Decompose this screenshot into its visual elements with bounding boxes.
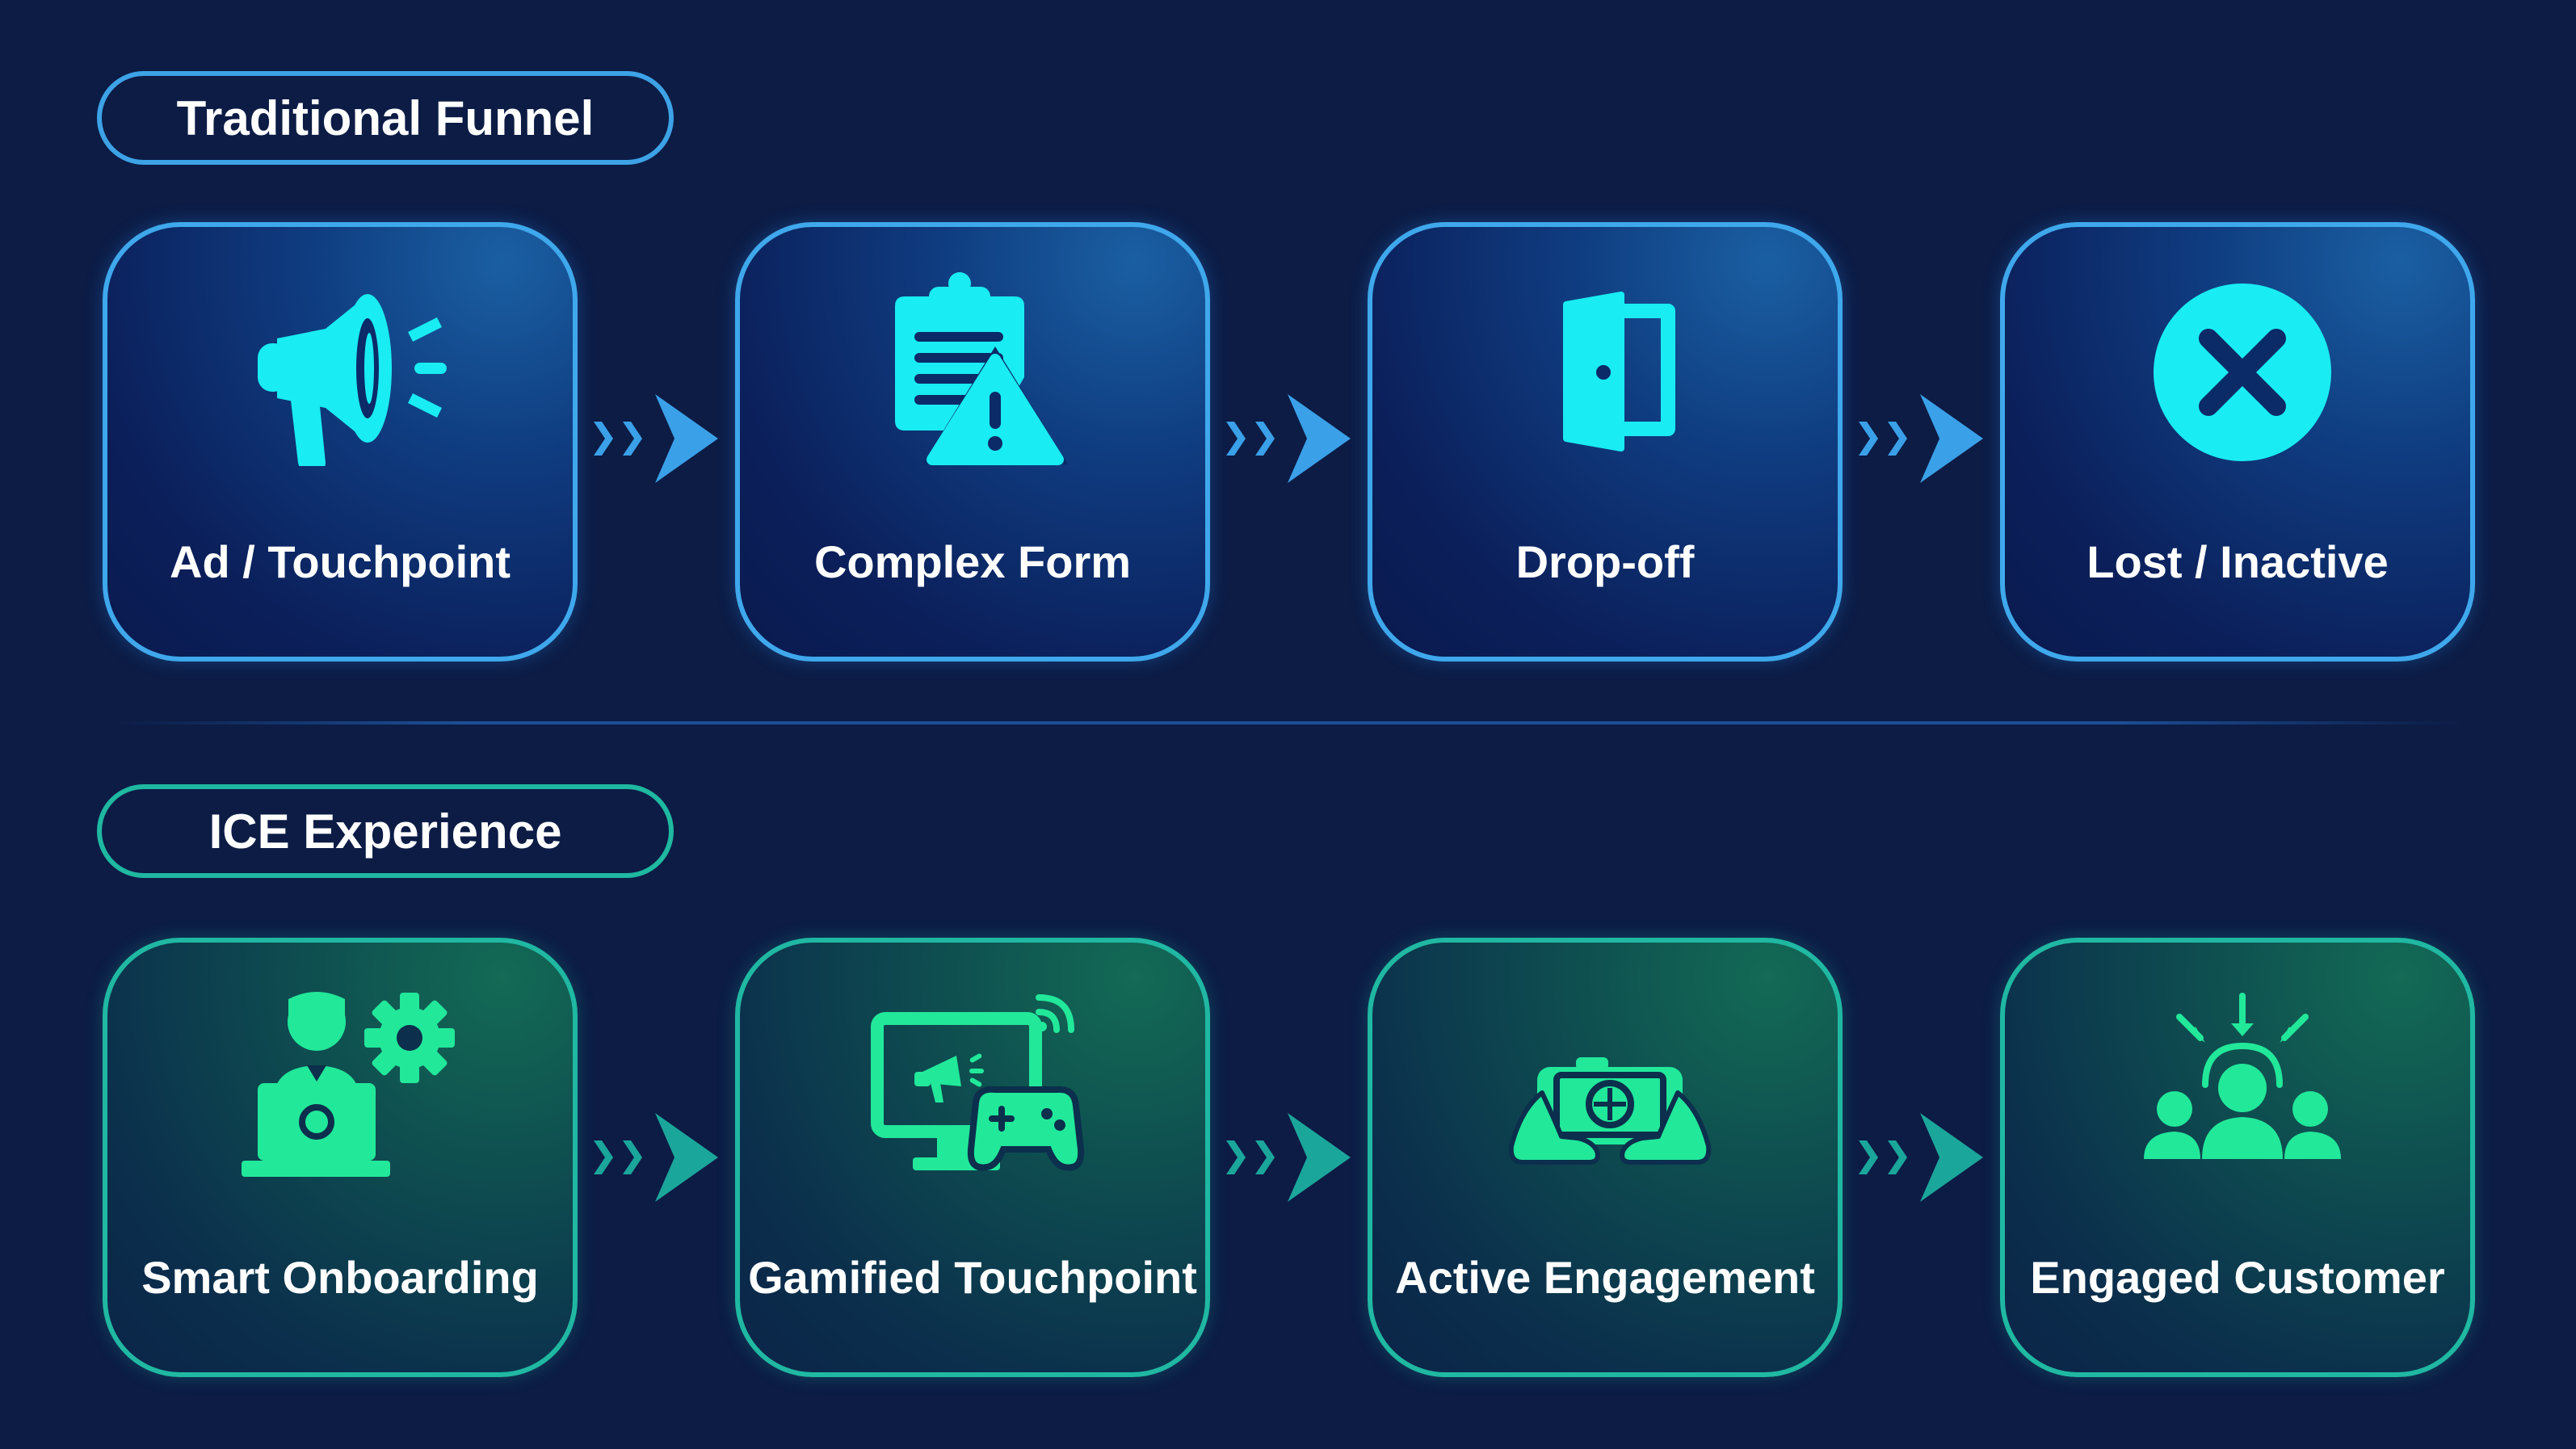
chevron-arrow-icon <box>1226 1113 1351 1202</box>
step-label: Engaged Customer <box>2030 1252 2445 1303</box>
chevron-arrow-icon <box>594 1113 718 1202</box>
step-label: Ad / Touchpoint <box>170 536 511 587</box>
traditional-funnel-title: Traditional Funnel <box>97 71 674 165</box>
step-engaged-customer: Engaged Customer <box>2000 938 2475 1377</box>
ice-experience-title-text: ICE Experience <box>208 804 562 859</box>
step-label: Active Engagement <box>1395 1252 1815 1303</box>
section-divider <box>113 721 2464 724</box>
step-lost-inactive: Lost / Inactive <box>2000 222 2475 662</box>
step-label: Smart Onboarding <box>141 1252 539 1303</box>
chevron-arrow-icon <box>594 394 718 483</box>
monitor-gamepad-icon <box>871 994 1085 1171</box>
chevron-arrow-icon <box>1859 1113 1983 1202</box>
chevron-arrow-icon <box>1859 394 1983 483</box>
door-exit-icon <box>1563 292 1675 452</box>
step-label: Lost / Inactive <box>2086 536 2389 587</box>
step-drop-off: Drop-off <box>1368 222 1843 662</box>
step-smart-onboarding: Smart Onboarding <box>103 938 578 1377</box>
user-laptop-gear-icon <box>242 992 455 1177</box>
ice-experience-title: ICE Experience <box>97 784 674 878</box>
step-ad-touchpoint: Ad / Touchpoint <box>103 222 578 662</box>
step-complex-form: Complex Form <box>735 222 1210 662</box>
traditional-funnel-title-text: Traditional Funnel <box>176 90 595 145</box>
chevron-arrow-icon <box>1226 394 1351 483</box>
step-active-engagement: Active Engagement <box>1368 938 1843 1377</box>
step-label: Drop-off <box>1515 536 1695 587</box>
step-gamified-touchpoint: Gamified Touchpoint <box>735 938 1210 1377</box>
step-label: Gamified Touchpoint <box>748 1252 1197 1303</box>
handheld-game-icon <box>1508 1057 1712 1165</box>
clipboard-warning-icon <box>895 272 1068 465</box>
customer-group-target-icon <box>2144 993 2341 1159</box>
x-circle-icon <box>2154 284 2331 461</box>
megaphone-icon <box>258 294 447 466</box>
step-label: Complex Form <box>813 536 1132 587</box>
